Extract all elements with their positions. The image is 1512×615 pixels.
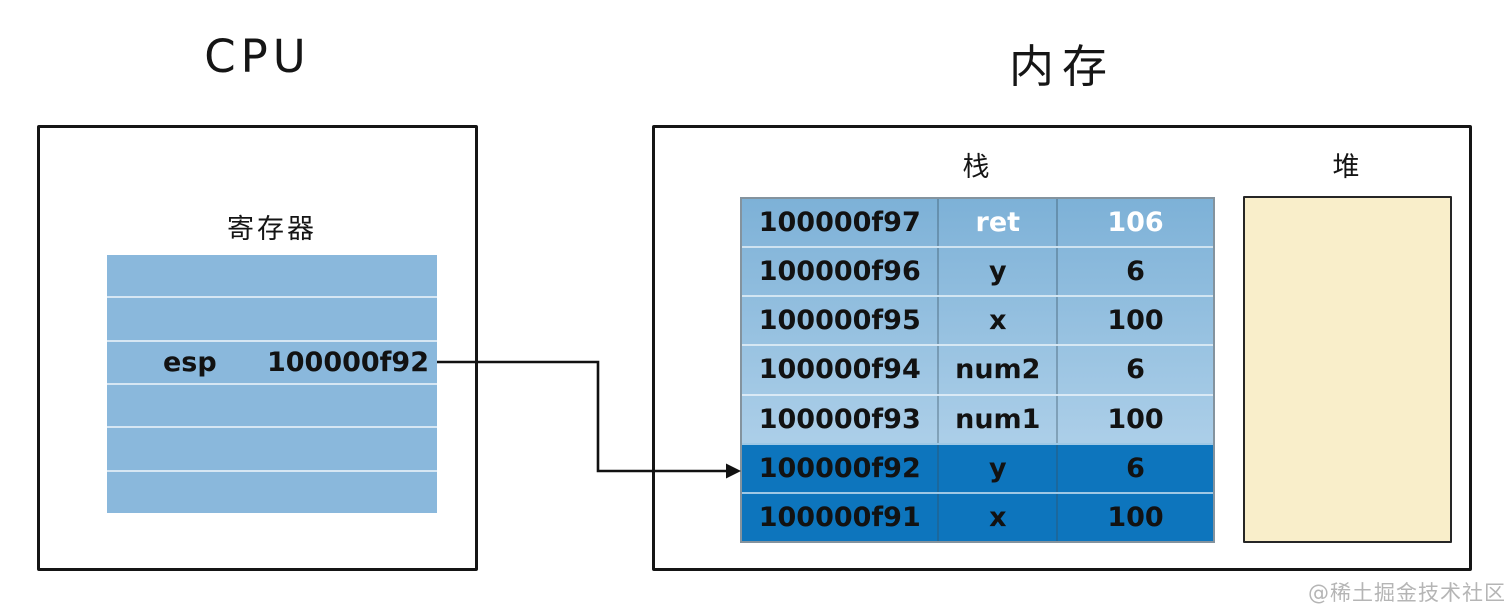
stack-row: 100000f94 num2 6: [742, 344, 1213, 394]
stack-row: 100000f97 ret 106: [742, 199, 1213, 247]
stack-address: 100000f95: [758, 305, 921, 337]
stack-var-value: 106: [1056, 199, 1213, 247]
stack-var-name: num1: [937, 395, 1056, 443]
stack-address: 100000f94: [758, 354, 921, 386]
heap-box: [1243, 196, 1452, 543]
register-name: esp: [163, 346, 217, 378]
stack-address: 100000f96: [758, 256, 921, 288]
register-table: esp 100000f92: [107, 255, 437, 513]
stack-var-name: x: [937, 297, 1056, 345]
register-row: [107, 296, 437, 339]
memory-title: 内存: [1008, 40, 1115, 93]
heap-section-label: 堆: [1332, 152, 1363, 183]
stack-var-name: y: [937, 444, 1056, 492]
register-section-label: 寄存器: [227, 214, 317, 245]
stack-section-label: 栈: [962, 152, 993, 183]
register-value: 100000f92: [266, 346, 429, 378]
stack-row: 100000f95 x 100: [742, 295, 1213, 345]
stack-address: 100000f91: [758, 501, 921, 533]
stack-row: 100000f93 num1 100: [742, 393, 1213, 443]
watermark-text: @稀土掘金技术社区: [1308, 581, 1506, 605]
register-row: [107, 255, 437, 296]
register-row: [107, 469, 437, 513]
stack-var-name: x: [937, 493, 1056, 541]
stack-var-name: ret: [937, 199, 1056, 247]
stack-row-esp-target: 100000f92 y 6: [742, 442, 1213, 492]
stack-address: 100000f97: [758, 207, 921, 239]
register-row: [107, 382, 437, 426]
cpu-title: CPU: [204, 30, 311, 83]
stack-var-value: 100: [1056, 493, 1213, 541]
register-row-esp: esp 100000f92: [107, 339, 437, 383]
stack-var-value: 6: [1056, 248, 1213, 296]
register-row: [107, 426, 437, 469]
stack-var-value: 100: [1056, 297, 1213, 345]
stack-address: 100000f93: [758, 403, 921, 435]
stack-var-name: num2: [937, 346, 1056, 394]
stack-row: 100000f96 y 6: [742, 246, 1213, 296]
stack-address: 100000f92: [758, 452, 921, 484]
stack-row: 100000f91 x 100: [742, 491, 1213, 541]
esp-pointer-arrow: [437, 360, 741, 479]
stack-var-value: 6: [1056, 346, 1213, 394]
stack-var-value: 100: [1056, 395, 1213, 443]
stack-var-value: 6: [1056, 444, 1213, 492]
stack-var-name: y: [937, 248, 1056, 296]
stack-table: 100000f97 ret 106 100000f96 y 6 100000f9…: [740, 197, 1215, 543]
